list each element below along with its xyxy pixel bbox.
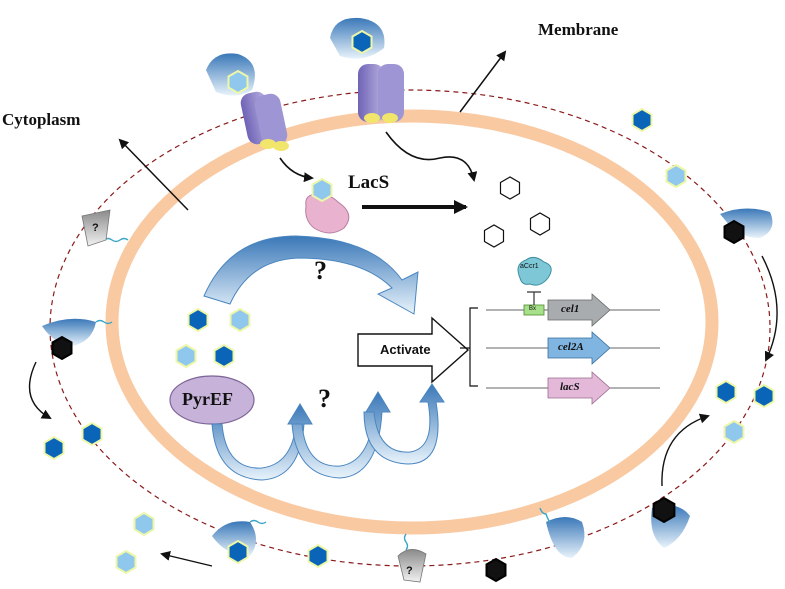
sugar-hexagon <box>723 419 745 445</box>
promoter-label: Bx <box>529 306 537 312</box>
sugar-hexagon <box>81 421 103 447</box>
uptake-arrow-left <box>279 157 314 183</box>
gene-cluster <box>460 256 660 405</box>
sugar-hexagon <box>529 212 551 236</box>
unknown-receptor-left: ? <box>81 209 111 247</box>
sugar-hexagon <box>187 307 209 333</box>
sugar-molecules <box>43 29 775 583</box>
sugar-hexagon <box>483 224 505 248</box>
export-arrow-left <box>28 361 52 419</box>
sugar-hexagon <box>715 379 737 405</box>
unknown-receptor-bottom: ? <box>397 549 427 583</box>
feedback-loops <box>211 383 445 481</box>
unknown-ligand-hexagon <box>652 496 676 524</box>
sugar-hexagon <box>115 549 137 575</box>
sugar-hexagon <box>227 69 249 95</box>
membrane-pointer <box>459 50 507 113</box>
svg-text:?: ? <box>92 222 99 234</box>
activate-label: Activate <box>380 342 431 357</box>
unknown-ligand-hexagon <box>51 335 73 361</box>
outer-boundary <box>49 89 771 567</box>
lacs-enzyme <box>305 193 350 234</box>
cytoplasm-pointer <box>118 138 189 211</box>
sugar-hexagon <box>499 176 521 200</box>
abc-transporter-left <box>206 53 289 151</box>
uptake-arrow-right <box>385 131 478 182</box>
sugar-hexagon <box>311 177 333 203</box>
cel1-gene-arrow <box>547 293 611 327</box>
export-arrow-bottom <box>160 551 213 567</box>
sugar-hexagon <box>43 435 65 461</box>
import-arrow-right <box>661 413 710 487</box>
sugar-hexagon <box>631 107 653 133</box>
cytoplasm-label: Cytoplasm <box>2 110 81 129</box>
sugar-hexagon <box>213 343 235 369</box>
sugar-hexagon <box>753 383 775 409</box>
sugar-hexagon <box>665 163 687 189</box>
gene-label-cel2A: cel2A <box>558 341 584 353</box>
sugar-hexagon <box>351 29 373 55</box>
sugar-hexagon <box>227 539 249 565</box>
unknown-ligand-hexagon <box>485 557 507 583</box>
membrane-label: Membrane <box>538 20 619 39</box>
sugar-hexagon <box>307 543 329 569</box>
lacS-gene-arrow <box>547 371 611 405</box>
export-arrow-right <box>761 255 778 362</box>
sugar-hexagon <box>133 511 155 537</box>
activation-curve-arrow <box>203 235 419 315</box>
question-bottom: ? <box>318 384 331 413</box>
question-top: ? <box>314 256 327 285</box>
activate-arrow <box>357 316 470 384</box>
gene-label-lacS: lacS <box>560 381 580 393</box>
pyref-label: PyrEF <box>182 389 233 409</box>
sugar-hexagon <box>229 307 251 333</box>
gene-label-cel1: cel1 <box>561 303 580 315</box>
regulator-label: aCcr1 <box>520 263 539 270</box>
svg-text:?: ? <box>406 565 413 577</box>
lacs-label: LacS <box>348 172 390 193</box>
sugar-hexagon <box>175 343 197 369</box>
cel2A-gene-arrow <box>547 331 611 365</box>
unknown-ligand-hexagon <box>723 219 745 245</box>
